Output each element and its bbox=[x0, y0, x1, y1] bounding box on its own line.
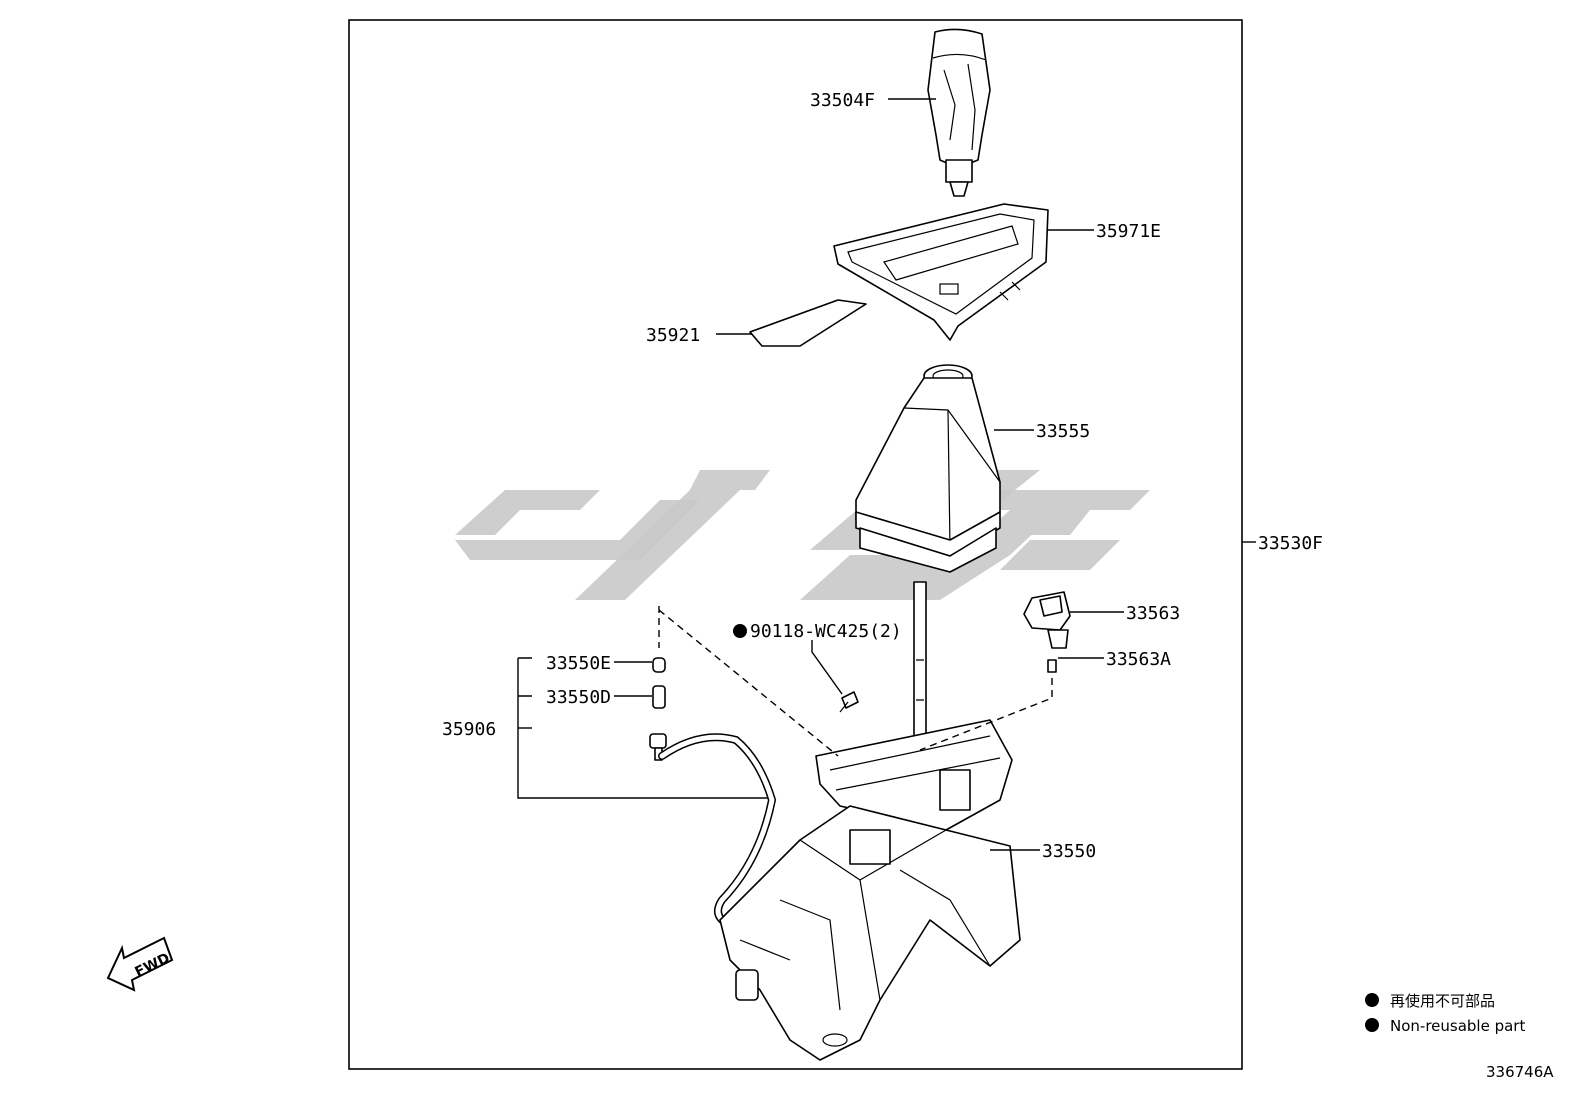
shift-knob bbox=[927, 28, 991, 197]
shift-lever-base bbox=[719, 581, 1021, 1061]
label-33530F: 33530F bbox=[1258, 533, 1323, 554]
fwd-arrow-icon: FWD bbox=[106, 936, 174, 992]
small-pins bbox=[652, 657, 666, 709]
assembly-frame bbox=[348, 19, 1243, 1070]
label-33550D: 33550D bbox=[546, 687, 611, 708]
legend-en: Non-reusable part bbox=[1390, 1017, 1525, 1035]
non-reusable-marker bbox=[733, 624, 747, 638]
shift-boot bbox=[855, 364, 1001, 573]
label-35906: 35906 bbox=[442, 719, 496, 740]
legend-bullet-en bbox=[1365, 1018, 1379, 1032]
dashed-guide-right bbox=[919, 678, 1053, 751]
dashed-guide-diag bbox=[658, 609, 839, 757]
label-33555: 33555 bbox=[1036, 421, 1090, 442]
legend-bullet-jp bbox=[1365, 993, 1379, 1007]
label-33550: 33550 bbox=[1042, 841, 1096, 862]
leader-lines bbox=[517, 98, 1256, 851]
switch-part bbox=[1023, 591, 1071, 649]
switch-pin bbox=[1047, 659, 1057, 673]
diagram-id: 336746A bbox=[1486, 1063, 1554, 1081]
label-33563: 33563 bbox=[1126, 603, 1180, 624]
label-90118-WC425: 90118-WC425(2) bbox=[750, 621, 902, 642]
shift-cable bbox=[649, 733, 777, 924]
legend-jp: 再使用不可部品 bbox=[1390, 992, 1495, 1010]
screw-part bbox=[839, 691, 859, 713]
shift-bezel bbox=[833, 203, 1049, 341]
label-33563A: 33563A bbox=[1106, 649, 1171, 670]
label-35971E: 35971E bbox=[1096, 221, 1161, 242]
label-33550E: 33550E bbox=[546, 653, 611, 674]
label-35921: 35921 bbox=[646, 325, 700, 346]
watermark-logo bbox=[455, 470, 1150, 600]
label-33504F: 33504F bbox=[810, 90, 875, 111]
indicator-plate bbox=[749, 299, 867, 347]
